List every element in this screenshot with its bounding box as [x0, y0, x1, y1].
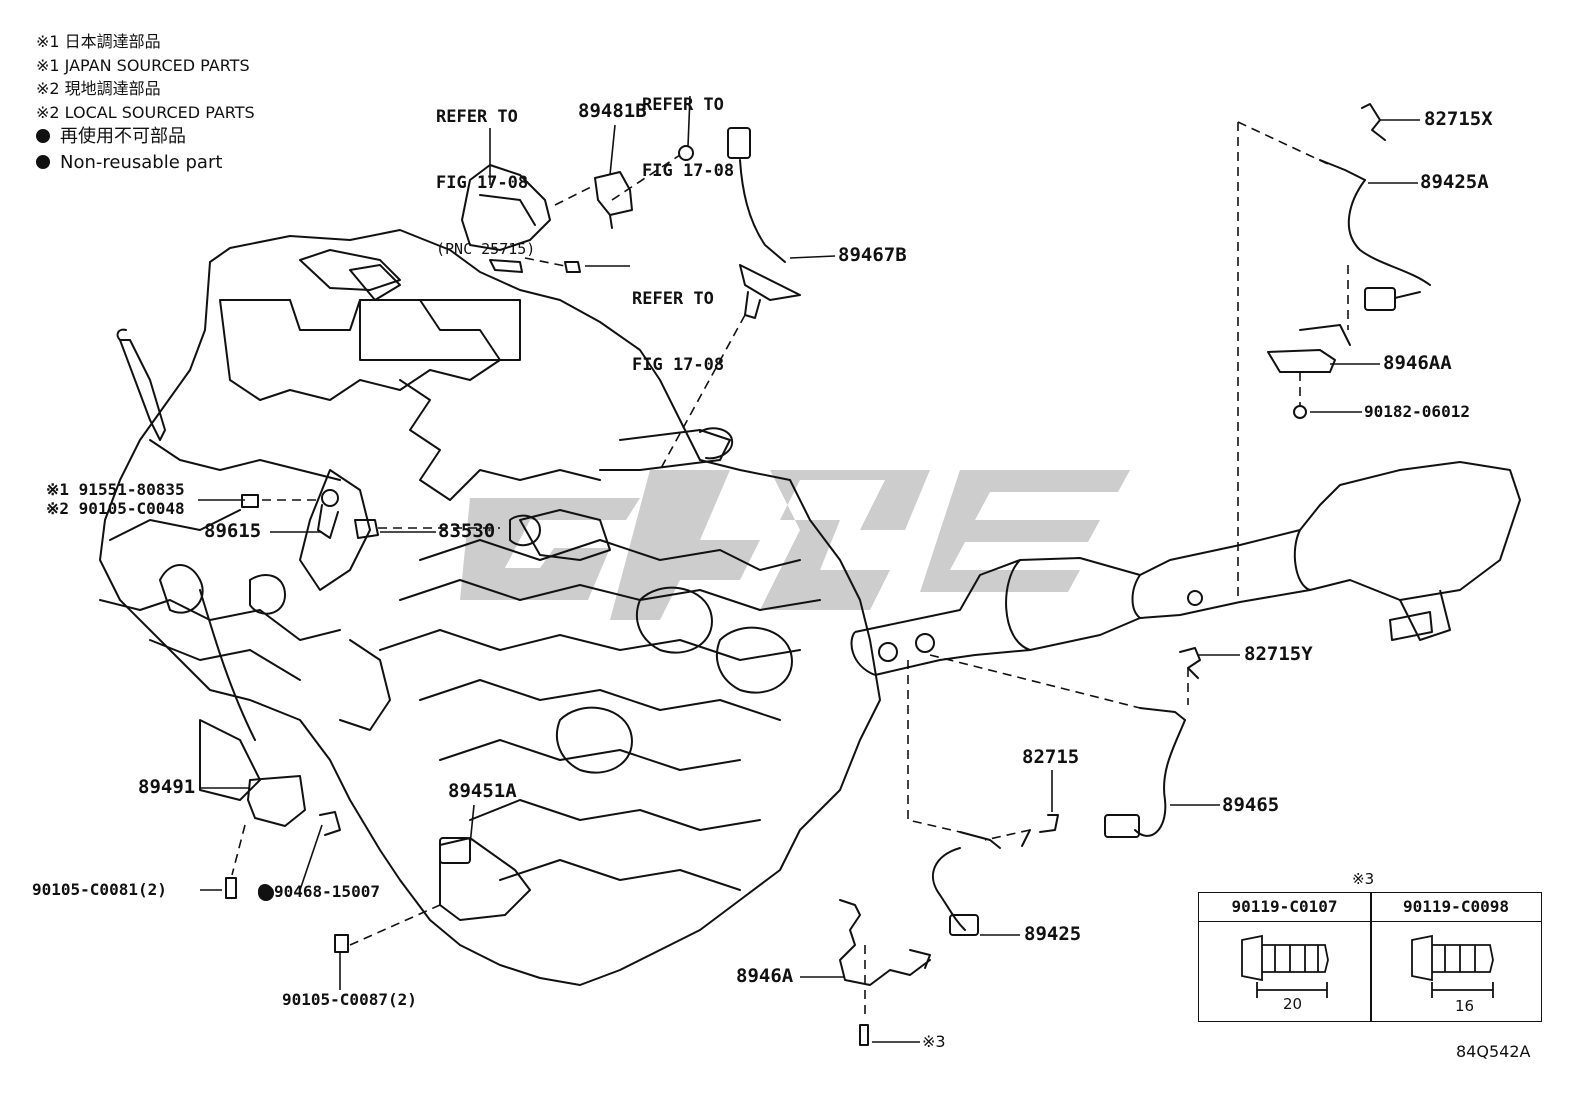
dashed-reference-lines [231, 121, 1349, 1020]
dimension-label-1: 20 [1283, 995, 1303, 1013]
legend-dot-line-1: 再使用不可部品 [36, 124, 255, 150]
part-label-82715Y[interactable]: 82715Y [1244, 643, 1313, 665]
refer-note-line: FIG 17-08 [632, 355, 725, 375]
legend-dot-line-2: Non-reusable part [36, 150, 255, 176]
watermark-logo [460, 470, 1130, 620]
part-label-note-3[interactable]: ※3 [922, 1032, 946, 1051]
part-label-89481B[interactable]: 89481B [578, 100, 647, 122]
part-label-8946A[interactable]: 8946A [736, 965, 794, 987]
part-label-89465[interactable]: 89465 [1222, 794, 1280, 816]
non-reusable-dot-icon [258, 884, 272, 898]
part-label-89467B[interactable]: 89467B [838, 244, 907, 266]
legend-line-2: ※1 JAPAN SOURCED PARTS [36, 55, 250, 75]
legend-dot-text-1: 再使用不可部品 [60, 126, 186, 147]
part-label-8946AA[interactable]: 8946AA [1383, 352, 1452, 374]
legend-dot-text-2: Non-reusable part [60, 152, 223, 173]
part-label-89615[interactable]: 89615 [204, 520, 262, 542]
refer-note-line: REFER TO [632, 289, 714, 309]
refer-note-line: REFER TO [436, 107, 518, 127]
part-label-89425A[interactable]: 89425A [1420, 171, 1489, 193]
part-sketches [225, 103, 1431, 1046]
table-note: ※3 [1352, 870, 1375, 888]
refer-note-line: REFER TO [642, 95, 724, 115]
bolt-table: 90119-C0107 90119-C0098 [1198, 892, 1542, 1022]
legend: ※1 日本調達部品 ※1 JAPAN SOURCED PARTS ※2 現地調達… [36, 30, 255, 176]
part-label-82715[interactable]: 82715 [1022, 746, 1080, 768]
part-label-83530[interactable]: 83530 [438, 520, 496, 542]
table-divider [1370, 893, 1372, 1021]
leader-lines [198, 95, 1420, 1043]
refer-note-line: FIG 17-08 [642, 161, 735, 181]
exhaust-pipe-illustration [850, 461, 1521, 676]
part-number-text: 90468-15007 [274, 882, 380, 901]
table-bolt-sketches [1241, 934, 1494, 998]
part-label-90105-C0087[interactable]: 90105-C0087(2) [282, 990, 417, 1009]
part-label-89491[interactable]: 89491 [138, 776, 196, 798]
part-label-89451A[interactable]: 89451A [448, 780, 517, 802]
refer-note-pnc: (PNC 25715) [436, 240, 536, 258]
part-label-90468-15007[interactable]: 90468-15007 [258, 882, 380, 901]
part-label-90182-06012[interactable]: 90182-06012 [1364, 402, 1470, 421]
figure-code: 84Q542A [1456, 1042, 1531, 1061]
part-label-90105-C0081[interactable]: 90105-C0081(2) [32, 880, 167, 899]
legend-line-1: ※1 日本調達部品 [36, 32, 161, 51]
dot-icon [36, 155, 50, 169]
part-label-91551-80835[interactable]: ※1 91551-80835 [46, 480, 185, 499]
legend-line-3: ※2 現地調達部品 [36, 79, 161, 98]
dot-icon [36, 129, 50, 143]
dimension-label-2: 16 [1455, 997, 1475, 1015]
engine-transaxle-illustration [99, 229, 881, 986]
refer-note-bracket[interactable]: REFER TO FIG 17-08 (PNC 25715) [436, 62, 535, 282]
part-label-82715X[interactable]: 82715X [1424, 108, 1493, 130]
part-label-90105-C0048[interactable]: ※2 90105-C0048 [46, 499, 185, 518]
part-label-89425[interactable]: 89425 [1024, 923, 1082, 945]
table-header-col1[interactable]: 90119-C0107 [1199, 893, 1371, 922]
refer-note-lower[interactable]: REFER TO FIG 17-08 [632, 244, 724, 398]
table-header-col2[interactable]: 90119-C0098 [1371, 893, 1541, 922]
legend-line-4: ※2 LOCAL SOURCED PARTS [36, 102, 255, 122]
refer-note-line: FIG 17-08 [436, 173, 529, 193]
refer-note-upper[interactable]: REFER TO FIG 17-08 [642, 50, 734, 204]
